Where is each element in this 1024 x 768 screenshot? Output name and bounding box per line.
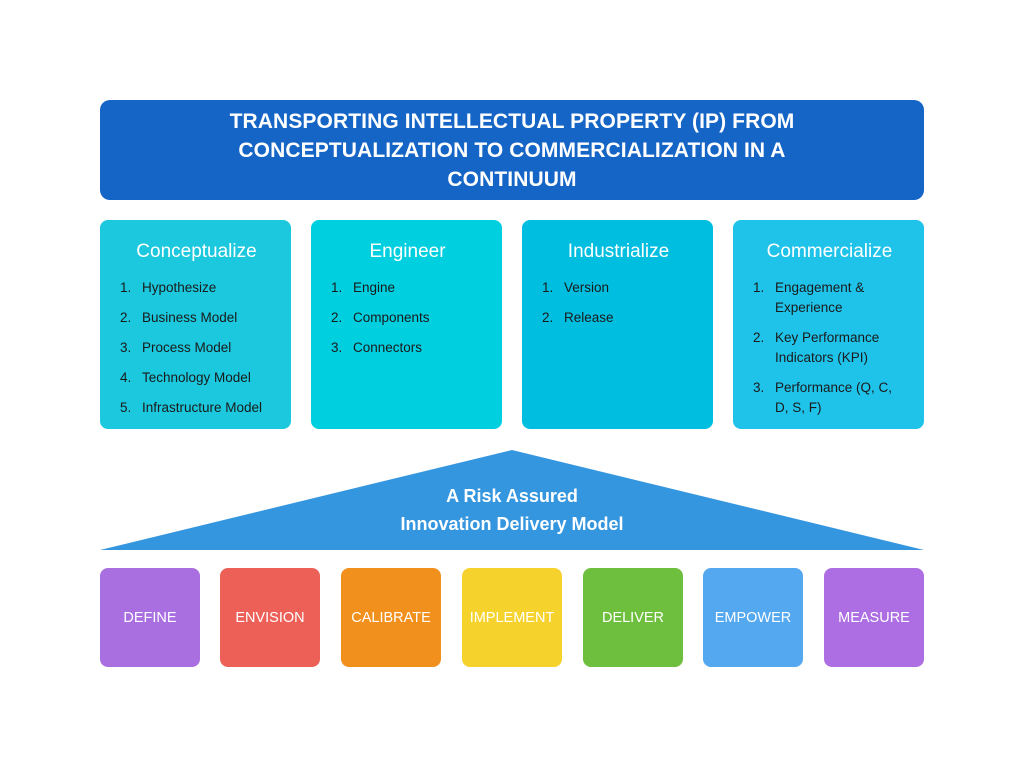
header-banner: TRANSPORTING INTELLECTUAL PROPERTY (IP) … <box>100 100 924 200</box>
item-number: 3. <box>753 380 765 395</box>
item-text: Components <box>353 310 430 325</box>
item-number: 2. <box>753 330 765 345</box>
item-text: Process Model <box>142 340 232 355</box>
list-item: 1. Version <box>542 278 695 298</box>
item-text: Technology Model <box>142 370 251 385</box>
phase-title: Engineer <box>369 241 446 262</box>
item-number: 2. <box>542 310 554 325</box>
item-text: Performance (Q, C, D, S, F) <box>775 380 893 415</box>
item-number: 2. <box>120 310 132 325</box>
list-item: 1. Engine <box>331 278 484 298</box>
item-text: Engagement & Experience <box>775 280 865 315</box>
item-number: 1. <box>120 280 132 295</box>
list-item: 4. Technology Model <box>120 368 273 388</box>
step-implement: IMPLEMENT <box>462 568 562 667</box>
phase-list: 1. Hypothesize 2. Business Model 3. Process… <box>120 278 273 418</box>
step-measure: MEASURE <box>824 568 924 667</box>
step-calibrate: CALIBRATE <box>341 568 441 667</box>
banner-title: TRANSPORTING INTELLECTUAL PROPERTY (IP) … <box>229 109 795 191</box>
list-item: 2. Business Model <box>120 308 273 328</box>
list-item: 3. Connectors <box>331 338 484 358</box>
step-envision: ENVISION <box>220 568 320 667</box>
item-text: Connectors <box>353 340 423 355</box>
step-empower: EMPOWER <box>703 568 803 667</box>
item-text: Infrastructure Model <box>142 400 263 415</box>
phase-card-engineer: Engineer 1. Engine 2. Components 3. Connect… <box>311 220 502 429</box>
list-item: 5. Infrastructure Model <box>120 398 273 418</box>
item-text: Business Model <box>142 310 238 325</box>
list-item: 2. Key Performance Indicators (KPI) <box>753 328 906 368</box>
item-number: 5. <box>120 400 132 415</box>
item-text: Hypothesize <box>142 280 217 295</box>
list-item: 1. Engagement & Experience <box>753 278 906 318</box>
item-number: 1. <box>542 280 554 295</box>
item-number: 1. <box>753 280 765 295</box>
list-item: 2. Release <box>542 308 695 328</box>
item-number: 2. <box>331 310 343 325</box>
item-text: Engine <box>353 280 396 295</box>
phase-title: Commercialize <box>766 241 893 262</box>
phase-card-commercialize: Commercialize 1. Engagement & Experience … <box>733 220 924 429</box>
step-define: DEFINE <box>100 568 200 667</box>
phase-list: 1. Version 2. Release <box>542 278 695 328</box>
phase-card-conceptualize: Conceptualize 1. Hypothesize 2. Business M… <box>100 220 291 429</box>
roof-label-line2: Innovation Delivery Model <box>400 514 624 534</box>
list-item: 1. Hypothesize <box>120 278 273 298</box>
phase-card-industrialize: Industrialize 1. Version 2. Release <box>522 220 713 429</box>
item-number: 4. <box>120 370 132 385</box>
step-deliver: DELIVER <box>583 568 683 667</box>
item-number: 3. <box>120 340 132 355</box>
item-text: Key Performance Indicators (KPI) <box>775 330 880 365</box>
list-item: 2. Components <box>331 308 484 328</box>
item-number: 1. <box>331 280 343 295</box>
phase-list: 1. Engine 2. Components 3. Connectors <box>331 278 484 358</box>
phase-title: Industrialize <box>567 241 670 262</box>
item-text: Version <box>564 280 610 295</box>
roof-label-line1: A Risk Assured <box>446 486 578 506</box>
item-number: 3. <box>331 340 343 355</box>
item-text: Release <box>564 310 614 325</box>
list-item: 3. Performance (Q, C, D, S, F) <box>753 378 906 418</box>
phase-title: Conceptualize <box>136 241 257 262</box>
roof-label: A Risk Assured Innovation Delivery Model <box>100 482 924 538</box>
list-item: 3. Process Model <box>120 338 273 358</box>
roof-triangle <box>100 450 924 550</box>
phase-list: 1. Engagement & Experience 2. Key Performa… <box>753 278 906 418</box>
roof-shape <box>100 450 924 550</box>
